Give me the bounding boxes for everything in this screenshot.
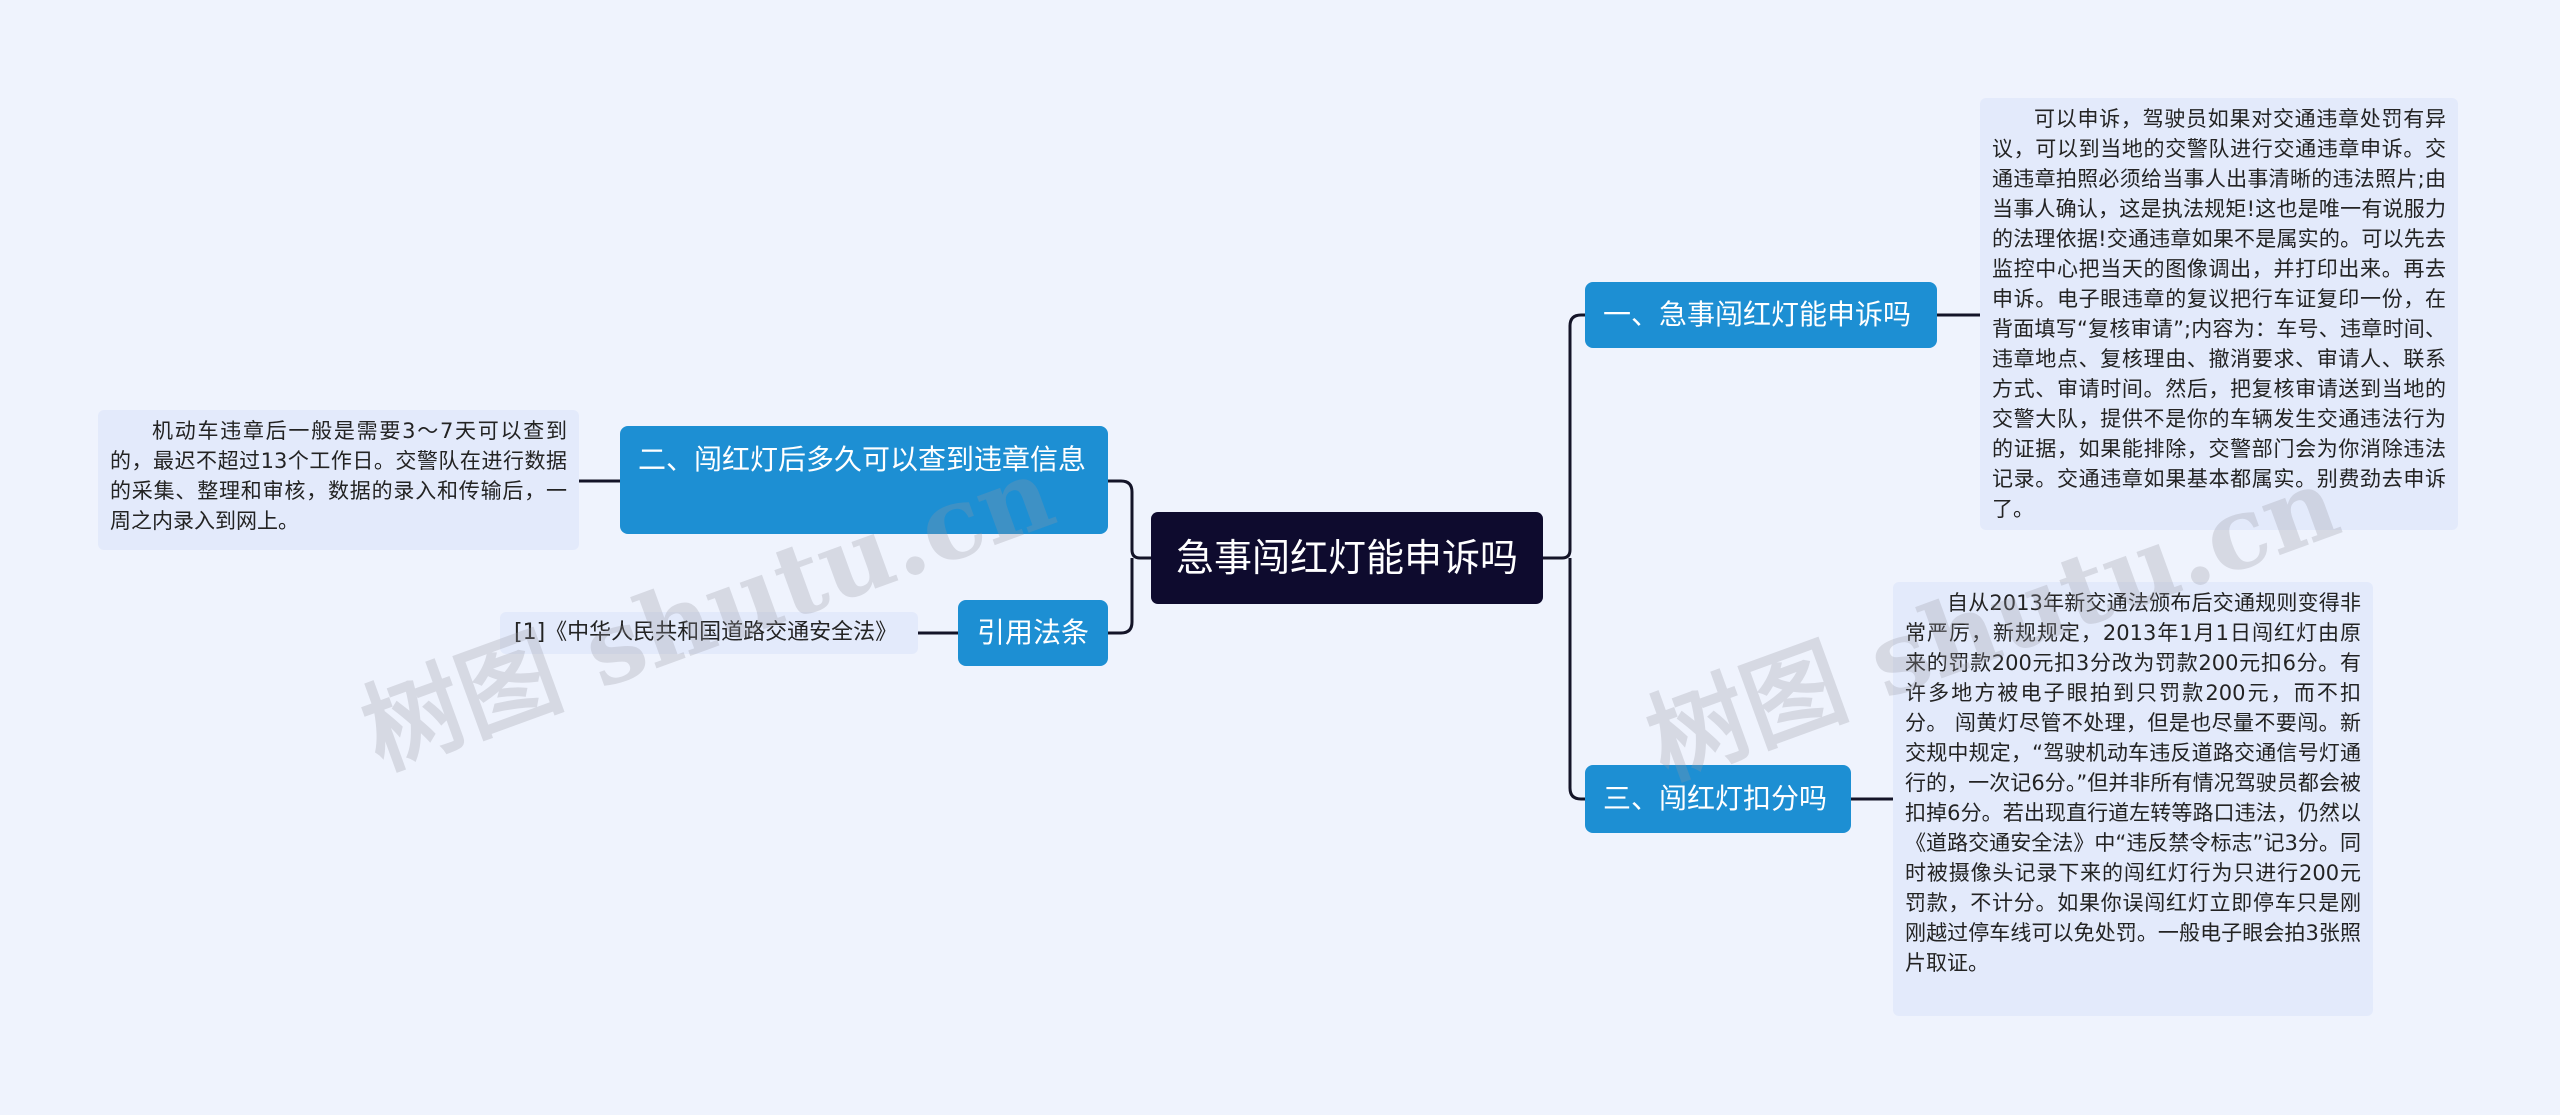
link-root-b3	[1568, 558, 1585, 801]
link-root-b4	[1108, 558, 1134, 635]
branch-node-3[interactable]: 三、闯红灯扣分吗	[1585, 765, 1851, 833]
leaf-text-2: 机动车违章后一般是需要3～7天可以查到的，最迟不超过13个工作日。交警队在进行数…	[110, 419, 567, 533]
branch-label-3: 三、闯红灯扣分吗	[1603, 782, 1828, 815]
leaf-text-3: 自从2013年新交通法颁布后交通规则变得非常严厉，新规规定，2013年1月1日闯…	[1905, 591, 2361, 975]
root-label: 急事闯红灯能申诉吗	[1175, 536, 1518, 580]
leaf-text-4: [1]《中华人民共和国道路交通安全法》	[514, 620, 898, 645]
branch-label-2: 二、闯红灯后多久可以查到违章信息	[638, 443, 1087, 476]
branch-node-1[interactable]: 一、急事闯红灯能申诉吗	[1585, 282, 1937, 348]
branch-label-1: 一、急事闯红灯能申诉吗	[1603, 298, 1912, 331]
leaf-node-4[interactable]: [1]《中华人民共和国道路交通安全法》	[500, 612, 918, 654]
branch-node-4[interactable]: 引用法条	[958, 600, 1108, 666]
branch-node-2[interactable]: 二、闯红灯后多久可以查到违章信息	[620, 426, 1108, 534]
leaf-node-3[interactable]: 自从2013年新交通法颁布后交通规则变得非常严厉，新规规定，2013年1月1日闯…	[1893, 582, 2373, 1016]
link-root-b2	[1108, 479, 1151, 560]
leaf-text-1: 可以申诉，驾驶员如果对交通违章处罚有异议，可以到当地的交警队进行交通违章申诉。交…	[1992, 107, 2446, 521]
branch-label-4: 引用法条	[976, 616, 1089, 649]
leaf-node-2[interactable]: 机动车违章后一般是需要3～7天可以查到的，最迟不超过13个工作日。交警队在进行数…	[98, 410, 579, 550]
link-root-b1	[1543, 313, 1585, 560]
root-node[interactable]: 急事闯红灯能申诉吗	[1151, 512, 1543, 604]
leaf-node-1[interactable]: 可以申诉，驾驶员如果对交通违章处罚有异议，可以到当地的交警队进行交通违章申诉。交…	[1980, 98, 2458, 530]
